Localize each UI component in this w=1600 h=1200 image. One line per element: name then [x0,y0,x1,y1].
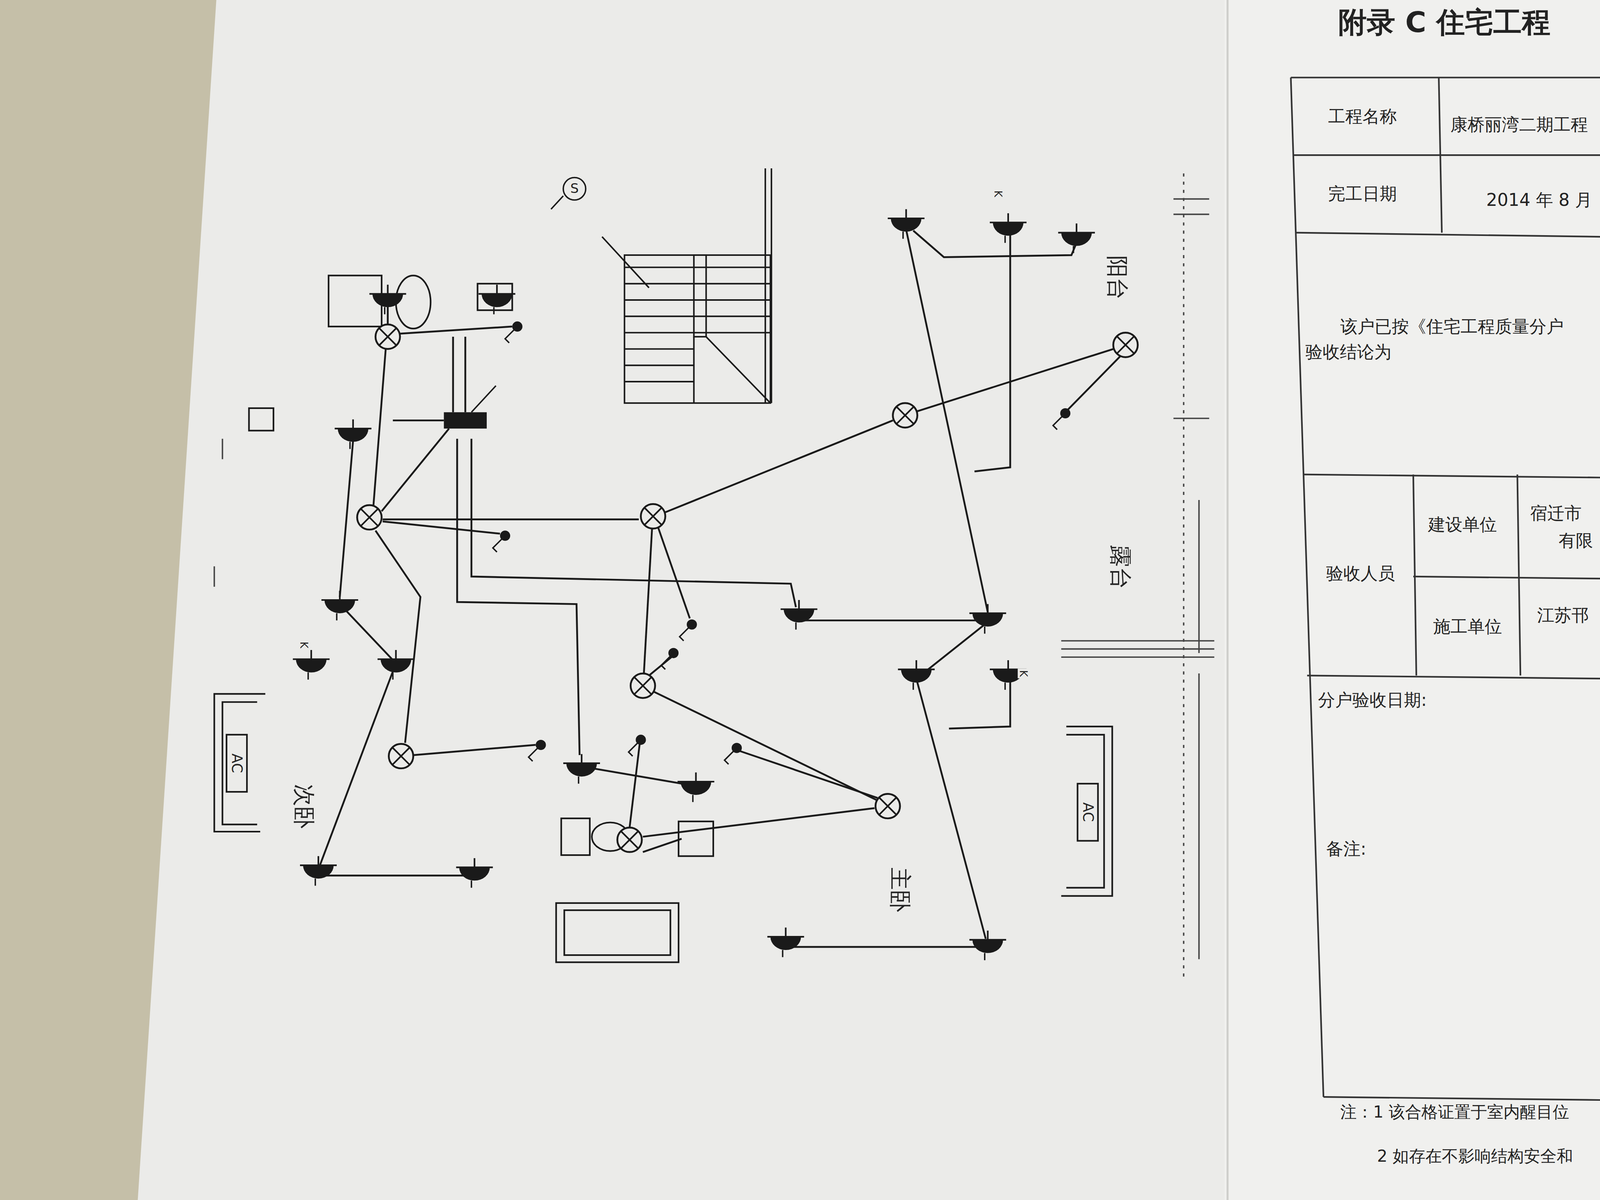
table-header: 建设单位 [1426,514,1499,534]
symbol-letter: S [568,181,581,197]
note-text: 注：1 该合格证置于室内醒目位 [1338,1103,1571,1122]
table-header: 工程名称 [1326,106,1399,126]
table-cell: 有限 [1557,531,1595,551]
table-cell: 康桥丽湾二期工程 [1448,114,1590,134]
table-header: 施工单位 [1431,616,1504,636]
room-label: 露台 [1108,543,1133,592]
table-cell: 宿迁市 [1528,503,1584,524]
switch-mark: K [992,189,1004,199]
table-header: 验收人员 [1324,564,1397,584]
switch-mark: K [298,639,310,650]
form-text: 验收结论为 [1303,342,1393,362]
table-cell: 2014 年 8 月 [1484,190,1595,210]
table-header: 完工日期 [1326,184,1399,204]
table-cell: 江苏邗 [1535,605,1591,625]
room-label: 主卧 [887,866,913,914]
room-label: 阳台 [1105,253,1130,302]
form-text: 分户验收日期: [1316,690,1429,710]
page-title: 附录 C 住宅工程 [1336,6,1552,38]
ac-label: AC [228,751,245,775]
switch-mark: K [1017,668,1030,679]
form-text: 备注: [1324,839,1368,859]
room-label: 次卧 [291,782,317,831]
note-text: 2 如存在不影响结构安全和 [1375,1147,1575,1166]
form-text: 该户已按《住宅工程质量分户 [1338,316,1566,336]
ac-label: AC [1080,800,1096,824]
